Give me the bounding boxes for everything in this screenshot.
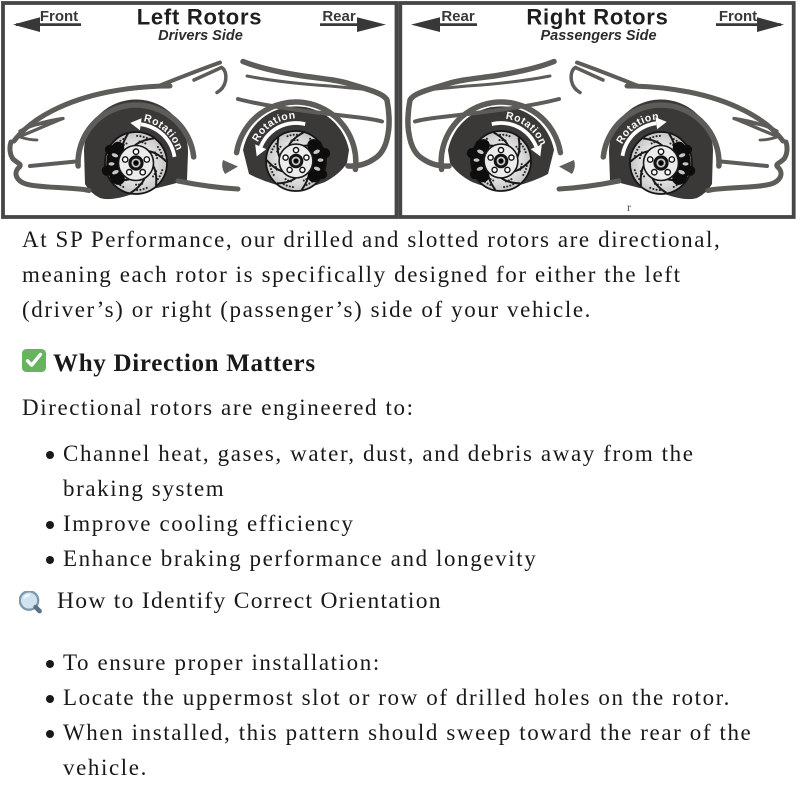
svg-text:Front: Front bbox=[40, 8, 78, 25]
svg-text:Rear: Rear bbox=[441, 8, 475, 25]
svg-text:Front: Front bbox=[719, 8, 757, 25]
svg-text:Rear: Rear bbox=[322, 8, 356, 25]
svg-text:Passengers Side: Passengers Side bbox=[540, 28, 656, 44]
svg-text:Right Rotors: Right Rotors bbox=[526, 5, 668, 30]
svg-text:Drivers Side: Drivers Side bbox=[158, 28, 243, 44]
svg-text:Left Rotors: Left Rotors bbox=[137, 5, 263, 30]
svg-text:r: r bbox=[627, 200, 631, 214]
